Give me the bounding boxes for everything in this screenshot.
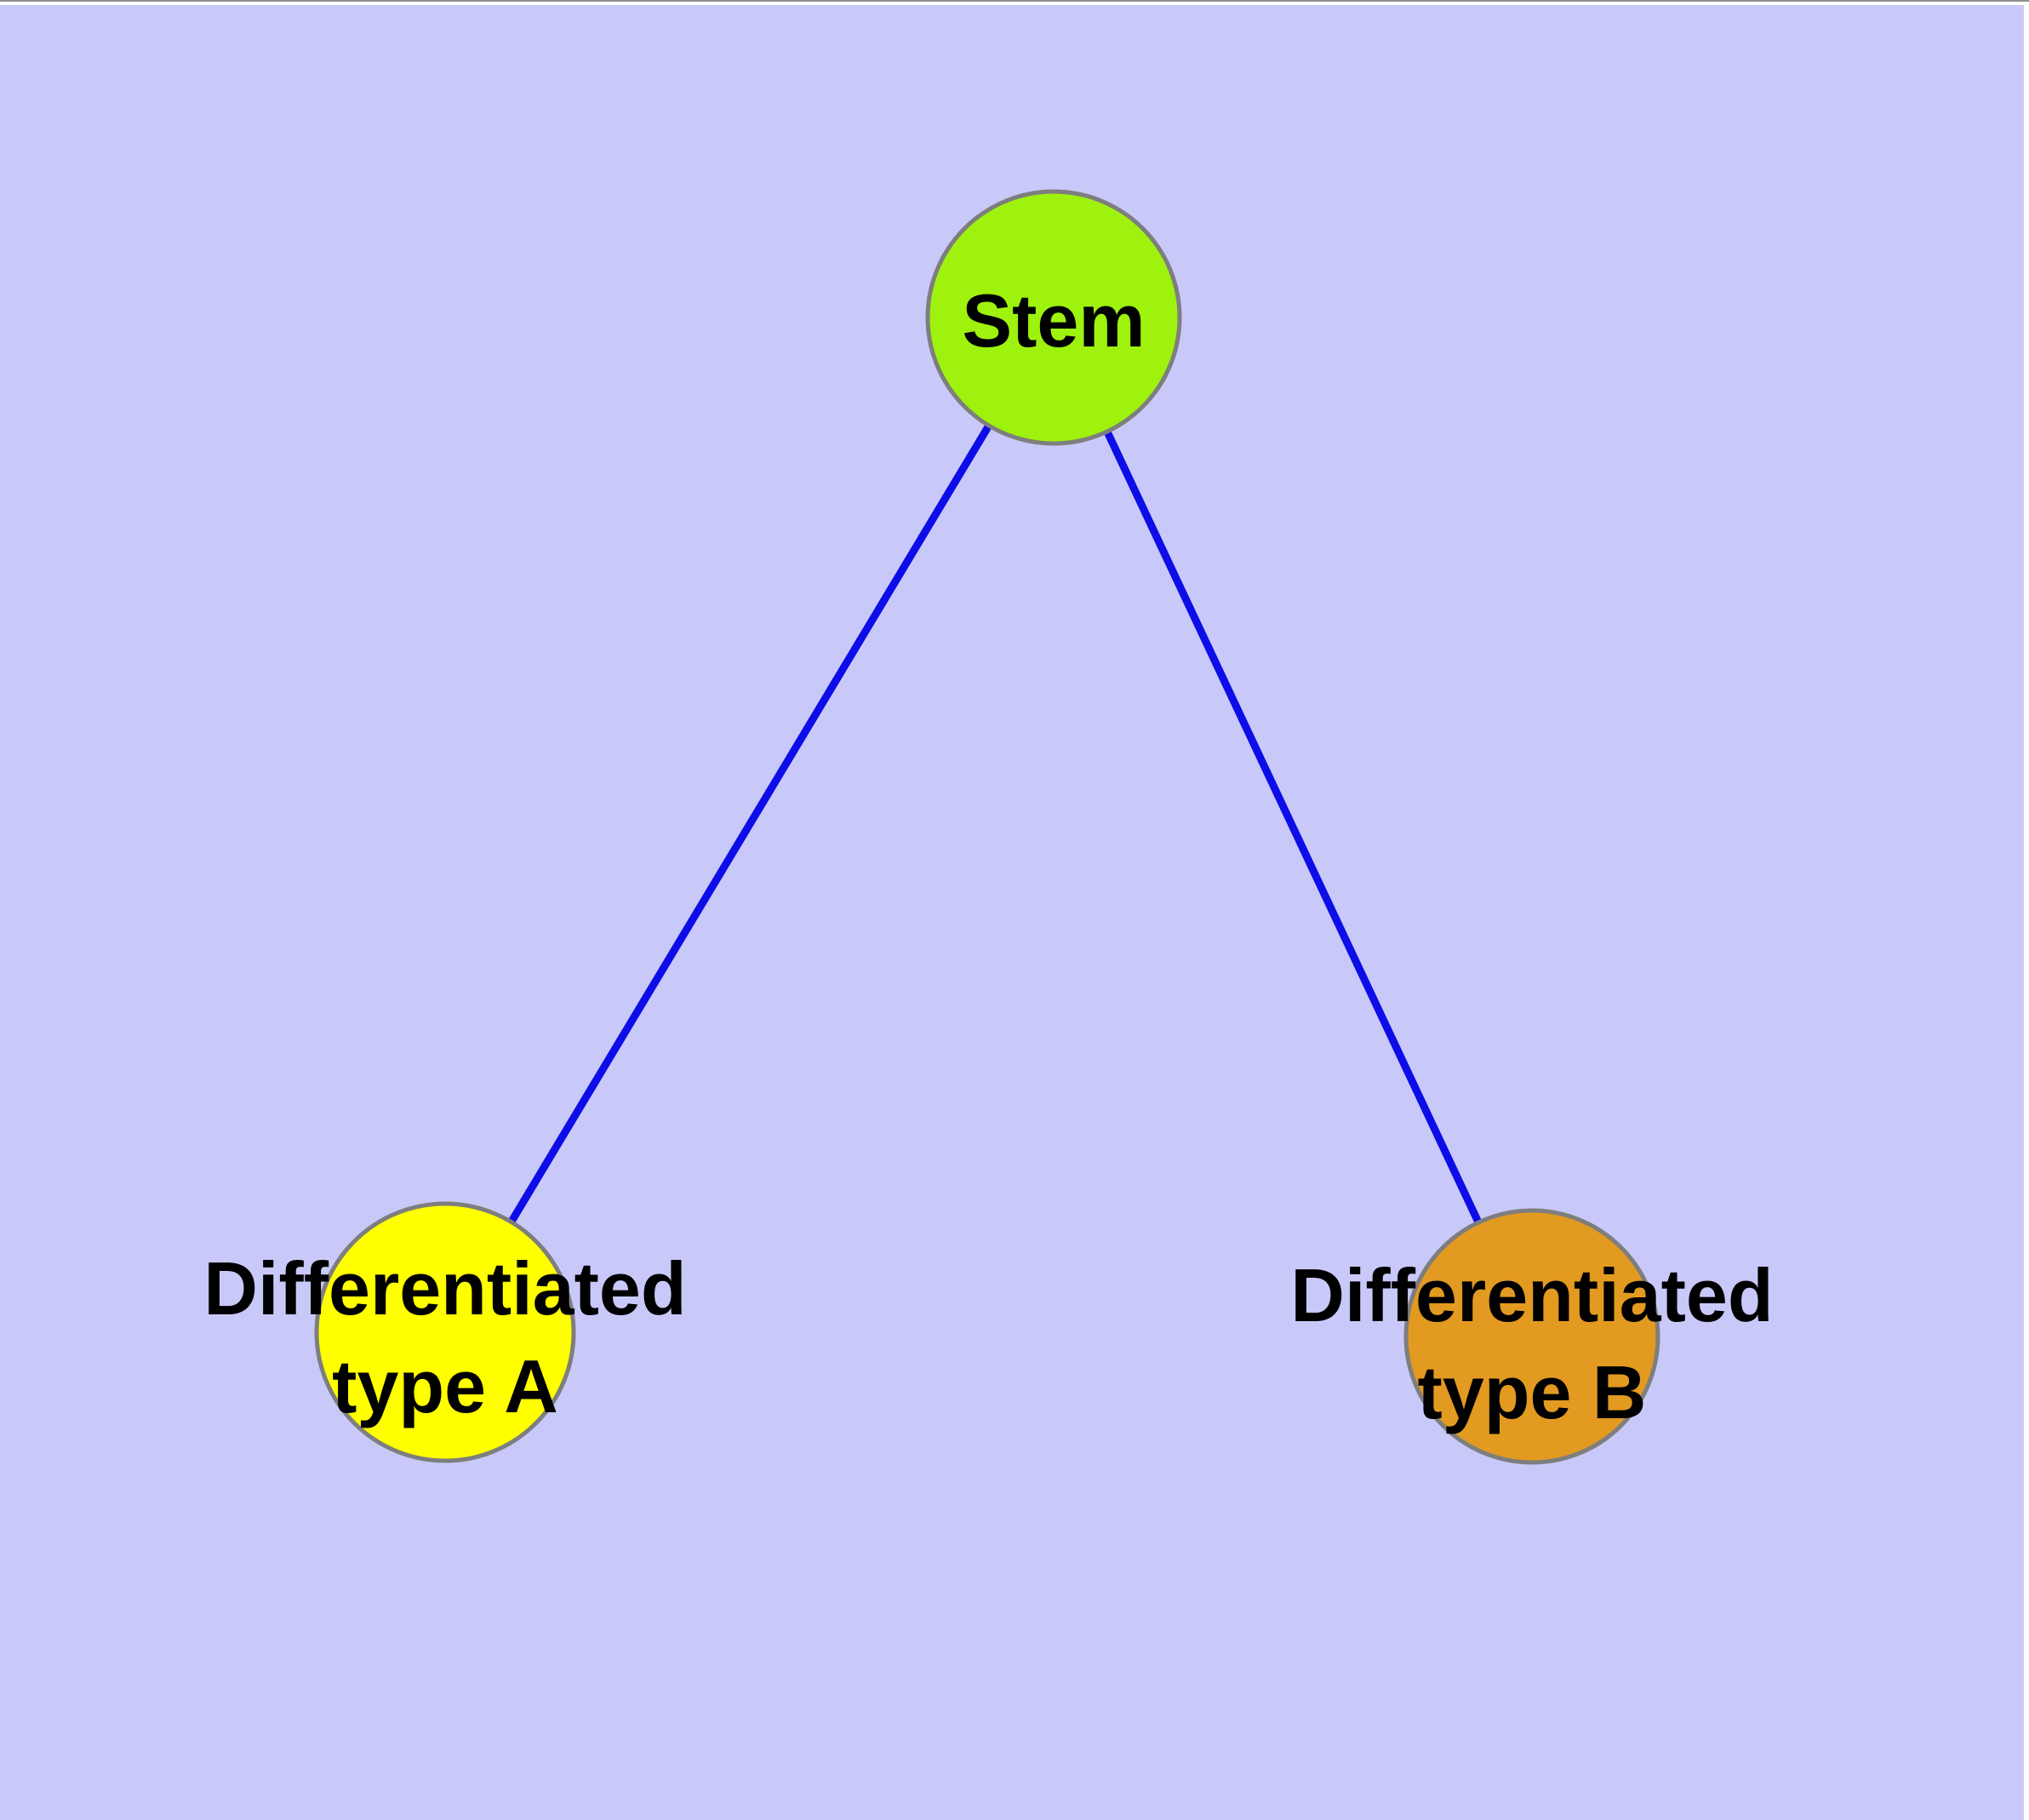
node-stem-label: Stem	[962, 278, 1145, 363]
edge-stem-to-type-b	[1049, 316, 1536, 1338]
node-stem: Stem	[925, 189, 1182, 446]
edge-stem-to-type-a	[442, 315, 1057, 1335]
window-top-border	[0, 0, 2029, 2]
node-type-a-circle	[314, 1201, 576, 1463]
node-type-b: Differentiated type B	[1290, 1208, 1774, 1465]
window-top-strip	[0, 0, 2029, 5]
node-type-a: Differentiated type A	[203, 1201, 687, 1463]
window-right-strip	[2024, 0, 2029, 1820]
node-type-b-label-line1: Differentiated	[1290, 1253, 1773, 1337]
node-stem-circle	[925, 189, 1182, 446]
node-type-a-label-line1: Differentiated	[203, 1246, 686, 1331]
node-type-b-circle	[1403, 1208, 1660, 1465]
node-type-a-label-line2: type A	[332, 1344, 558, 1428]
node-type-b-label-line2: type B	[1418, 1350, 1647, 1434]
